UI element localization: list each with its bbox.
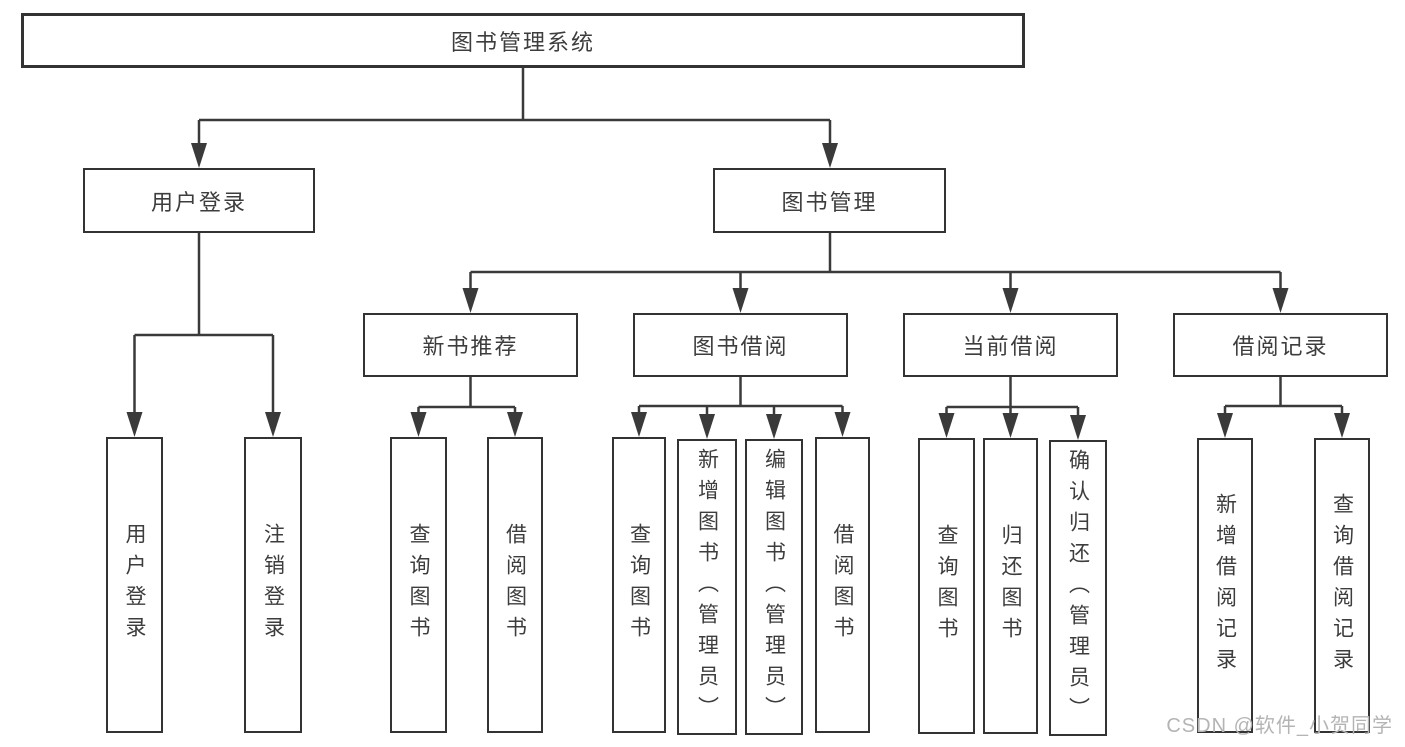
arrow-down-icon xyxy=(732,288,749,313)
node-current-borrow: 当前借阅 xyxy=(903,313,1118,377)
arrow-down-icon xyxy=(265,412,281,437)
node-borrow-records-label: 借阅记录 xyxy=(1232,334,1329,359)
node-borrow-records: 借阅记录 xyxy=(1173,313,1388,377)
arrow-down-icon xyxy=(822,143,838,168)
node-root: 图书管理系统 xyxy=(21,13,1025,68)
leaf-br-add-record-label: 新增借阅记录 xyxy=(1213,492,1237,679)
arrow-down-icon xyxy=(1002,413,1019,438)
leaf-cb-query-books-label: 查询图书 xyxy=(935,524,958,648)
connector-path xyxy=(133,68,1344,417)
arrow-down-icon xyxy=(126,412,143,437)
arrow-down-icon xyxy=(1334,413,1350,438)
leaf-logout: 注销登录 xyxy=(244,437,302,733)
arrowhead-icons xyxy=(126,143,1350,440)
leaf-cb-return-books: 归还图书 xyxy=(983,438,1038,734)
leaf-bb-add-book-admin-label: 新增图书（管理员） xyxy=(695,447,719,727)
leaf-nbr-query-books-label: 查询图书 xyxy=(407,523,430,647)
leaf-nbr-borrow-books-label: 借阅图书 xyxy=(503,523,527,647)
node-book-borrow: 图书借阅 xyxy=(633,313,848,377)
leaf-bb-borrow-books-label: 借阅图书 xyxy=(831,523,854,647)
leaf-br-query-record-label: 查询借阅记录 xyxy=(1330,492,1354,679)
leaf-nbr-query-books: 查询图书 xyxy=(390,437,447,733)
leaf-cb-confirm-return-admin: 确认归还（管理员） xyxy=(1049,440,1107,736)
leaf-bb-edit-book-admin-label: 编辑图书（管理员） xyxy=(762,447,786,727)
arrow-down-icon xyxy=(1217,413,1233,438)
arrow-down-icon xyxy=(1002,288,1019,313)
leaf-br-query-record: 查询借阅记录 xyxy=(1314,438,1370,733)
leaf-logout-label: 注销登录 xyxy=(261,523,285,647)
leaf-bb-query-books-label: 查询图书 xyxy=(627,523,651,647)
arrow-down-icon xyxy=(1070,415,1086,440)
leaf-br-add-record: 新增借阅记录 xyxy=(1197,438,1253,733)
node-new-book-recommend: 新书推荐 xyxy=(363,313,578,377)
node-book-management: 图书管理 xyxy=(713,168,946,233)
arrow-down-icon xyxy=(766,414,782,439)
arrow-down-icon xyxy=(1272,288,1289,313)
node-root-label: 图书管理系统 xyxy=(450,29,595,55)
arrow-down-icon xyxy=(462,288,479,313)
arrow-down-icon xyxy=(191,143,207,168)
csdn-watermark: CSDN @软件_小贺同学 xyxy=(1166,715,1393,737)
leaf-user-login-label: 用户登录 xyxy=(123,523,146,647)
leaf-cb-return-books-label: 归还图书 xyxy=(999,524,1022,648)
leaf-bb-add-book-admin: 新增图书（管理员） xyxy=(677,439,737,735)
leaf-nbr-borrow-books: 借阅图书 xyxy=(487,437,543,733)
node-book-management-label: 图书管理 xyxy=(781,189,878,215)
leaf-cb-confirm-return-admin-label: 确认归还（管理员） xyxy=(1066,448,1090,728)
leaf-bb-edit-book-admin: 编辑图书（管理员） xyxy=(745,439,803,735)
arrow-down-icon xyxy=(631,412,647,437)
arrow-down-icon xyxy=(410,412,427,437)
node-user-login: 用户登录 xyxy=(83,168,315,233)
leaf-cb-query-books: 查询图书 xyxy=(918,438,975,734)
arrow-down-icon xyxy=(834,412,851,437)
leaf-bb-query-books: 查询图书 xyxy=(612,437,666,733)
node-current-borrow-label: 当前借阅 xyxy=(962,334,1059,359)
arrow-down-icon xyxy=(699,414,715,439)
arrow-down-icon xyxy=(938,413,955,438)
leaf-user-login: 用户登录 xyxy=(106,437,163,733)
node-new-book-recommend-label: 新书推荐 xyxy=(422,334,519,359)
node-book-borrow-label: 图书借阅 xyxy=(692,334,789,359)
arrow-down-icon xyxy=(507,412,523,437)
leaf-bb-borrow-books: 借阅图书 xyxy=(815,437,870,733)
node-user-login-label: 用户登录 xyxy=(150,189,247,215)
